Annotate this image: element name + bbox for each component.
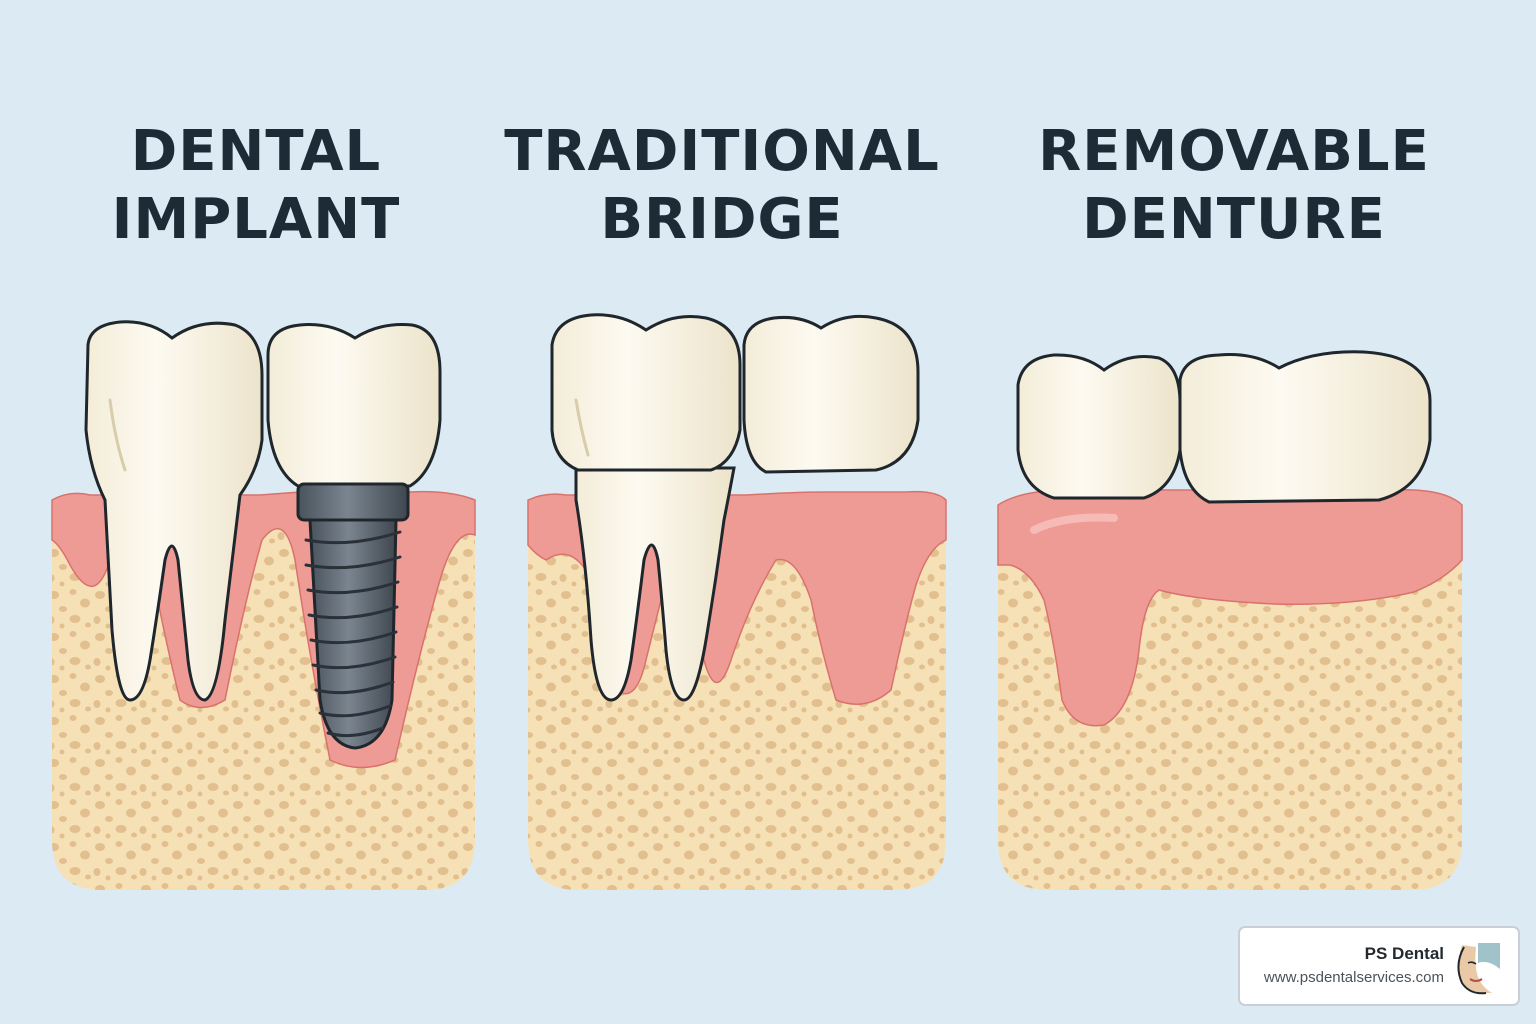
removable-denture-illustration bbox=[997, 350, 1463, 890]
implant-abutment bbox=[296, 482, 410, 522]
title-line-1: REMOVABLE bbox=[1038, 119, 1430, 184]
panel-title-removable-denture: REMOVABLE DENTURE bbox=[974, 118, 1494, 254]
panel-title-traditional-bridge: TRADITIONAL BRIDGE bbox=[466, 118, 978, 254]
panel-dental-implant: DENTAL IMPLANT bbox=[0, 0, 512, 1024]
title-line-2: BRIDGE bbox=[600, 187, 844, 252]
traditional-bridge-illustration bbox=[527, 313, 947, 890]
implant-screw bbox=[304, 518, 402, 750]
dental-implant-illustration bbox=[51, 320, 476, 890]
panel-removable-denture: REMOVABLE DENTURE bbox=[974, 0, 1536, 1024]
panel-traditional-bridge: TRADITIONAL BRIDGE bbox=[466, 0, 978, 1024]
title-line-1: TRADITIONAL bbox=[504, 119, 940, 184]
ps-dental-face-logo-icon bbox=[1452, 939, 1504, 995]
implant-crown bbox=[266, 323, 442, 488]
title-line-2: DENTURE bbox=[1082, 187, 1386, 252]
brand-badge: PS Dental www.psdentalservices.com bbox=[1238, 926, 1520, 1006]
panel-title-dental-implant: DENTAL IMPLANT bbox=[0, 118, 512, 254]
denture-teeth bbox=[1016, 350, 1432, 504]
title-line-1: DENTAL bbox=[130, 119, 382, 184]
title-line-2: IMPLANT bbox=[111, 187, 401, 252]
denture-base bbox=[997, 489, 1463, 727]
abutment-tooth bbox=[574, 466, 736, 702]
brand-name: PS Dental bbox=[1364, 944, 1444, 963]
brand-url: www.psdentalservices.com bbox=[1263, 969, 1444, 986]
bridge-crowns bbox=[550, 313, 920, 474]
natural-tooth bbox=[84, 320, 264, 702]
